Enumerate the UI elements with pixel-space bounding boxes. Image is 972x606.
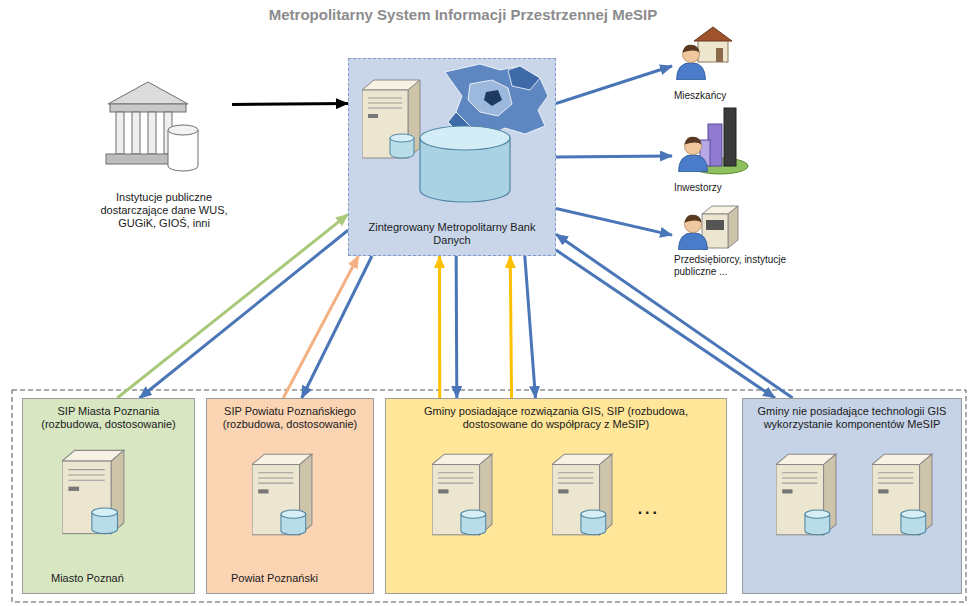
flow-arrow <box>140 230 348 398</box>
node-label: SIP Powiatu Poznańskiego (rozbudowa, dos… <box>213 405 367 431</box>
flow-arrow <box>455 256 459 398</box>
flow-arrow <box>556 208 672 235</box>
node-sublabel: Powiat Poznański <box>213 572 367 585</box>
flow-arrow <box>556 156 672 157</box>
flow-arrow <box>232 102 348 106</box>
business-icon <box>679 206 738 250</box>
source-institutions: Instytucje publiczne dostarczające dane … <box>96 76 232 234</box>
flow-arrow <box>556 250 775 398</box>
diagram-title: Metropolitarny System Informacji Przestr… <box>248 6 678 24</box>
system-box: SIP Miasta Poznania (rozbudowa, dostosow… <box>22 398 195 594</box>
node-label: Inwestorzy <box>674 182 750 194</box>
node-sublabel: Miasto Poznań <box>29 572 188 585</box>
user-group: Inwestorzy <box>672 118 752 194</box>
system-box: Gminy nie posiadające technologii GIS wy… <box>742 398 962 594</box>
node-label: Gminy nie posiadające technologii GIS wy… <box>749 405 955 431</box>
flow-arrow <box>283 256 358 398</box>
node-label: Zintegrowany Metropolitarny Bank Danych <box>367 221 537 247</box>
node-label: Gminy posiadające rozwiązania GIS, SIP (… <box>406 405 706 431</box>
system-box: Gminy posiadające rozwiązania GIS, SIP (… <box>385 398 727 594</box>
resident-icon <box>677 27 732 80</box>
group-frame <box>12 390 966 602</box>
node-label: Instytucje publiczne dostarczające dane … <box>98 191 230 230</box>
system-box: SIP Powiatu Poznańskiego (rozbudowa, dos… <box>206 398 374 594</box>
user-group: Przedsiębiorcy, instytucje publiczne ... <box>672 200 798 278</box>
node-label: SIP Miasta Poznania (rozbudowa, dostosow… <box>29 405 188 431</box>
node-label: Przedsiębiorcy, instytucje publiczne ... <box>674 254 796 278</box>
flow-arrow <box>556 66 672 104</box>
flow-arrow <box>525 256 536 398</box>
flow-arrow <box>117 214 348 398</box>
flow-arrow <box>438 256 441 398</box>
flow-arrow <box>302 256 372 398</box>
node-sublabel: ... <box>638 502 660 515</box>
institution-icon <box>106 82 198 171</box>
node-label: Mieszkańcy <box>674 90 750 102</box>
data-bank-box: Zintegrowany Metropolitarny Bank Danych <box>348 58 556 256</box>
data-bank-illustration <box>362 64 548 202</box>
investor-icon <box>679 108 748 174</box>
flow-arrow <box>510 256 511 398</box>
server-icons <box>62 450 932 534</box>
user-group: Mieszkańcy <box>672 30 752 102</box>
